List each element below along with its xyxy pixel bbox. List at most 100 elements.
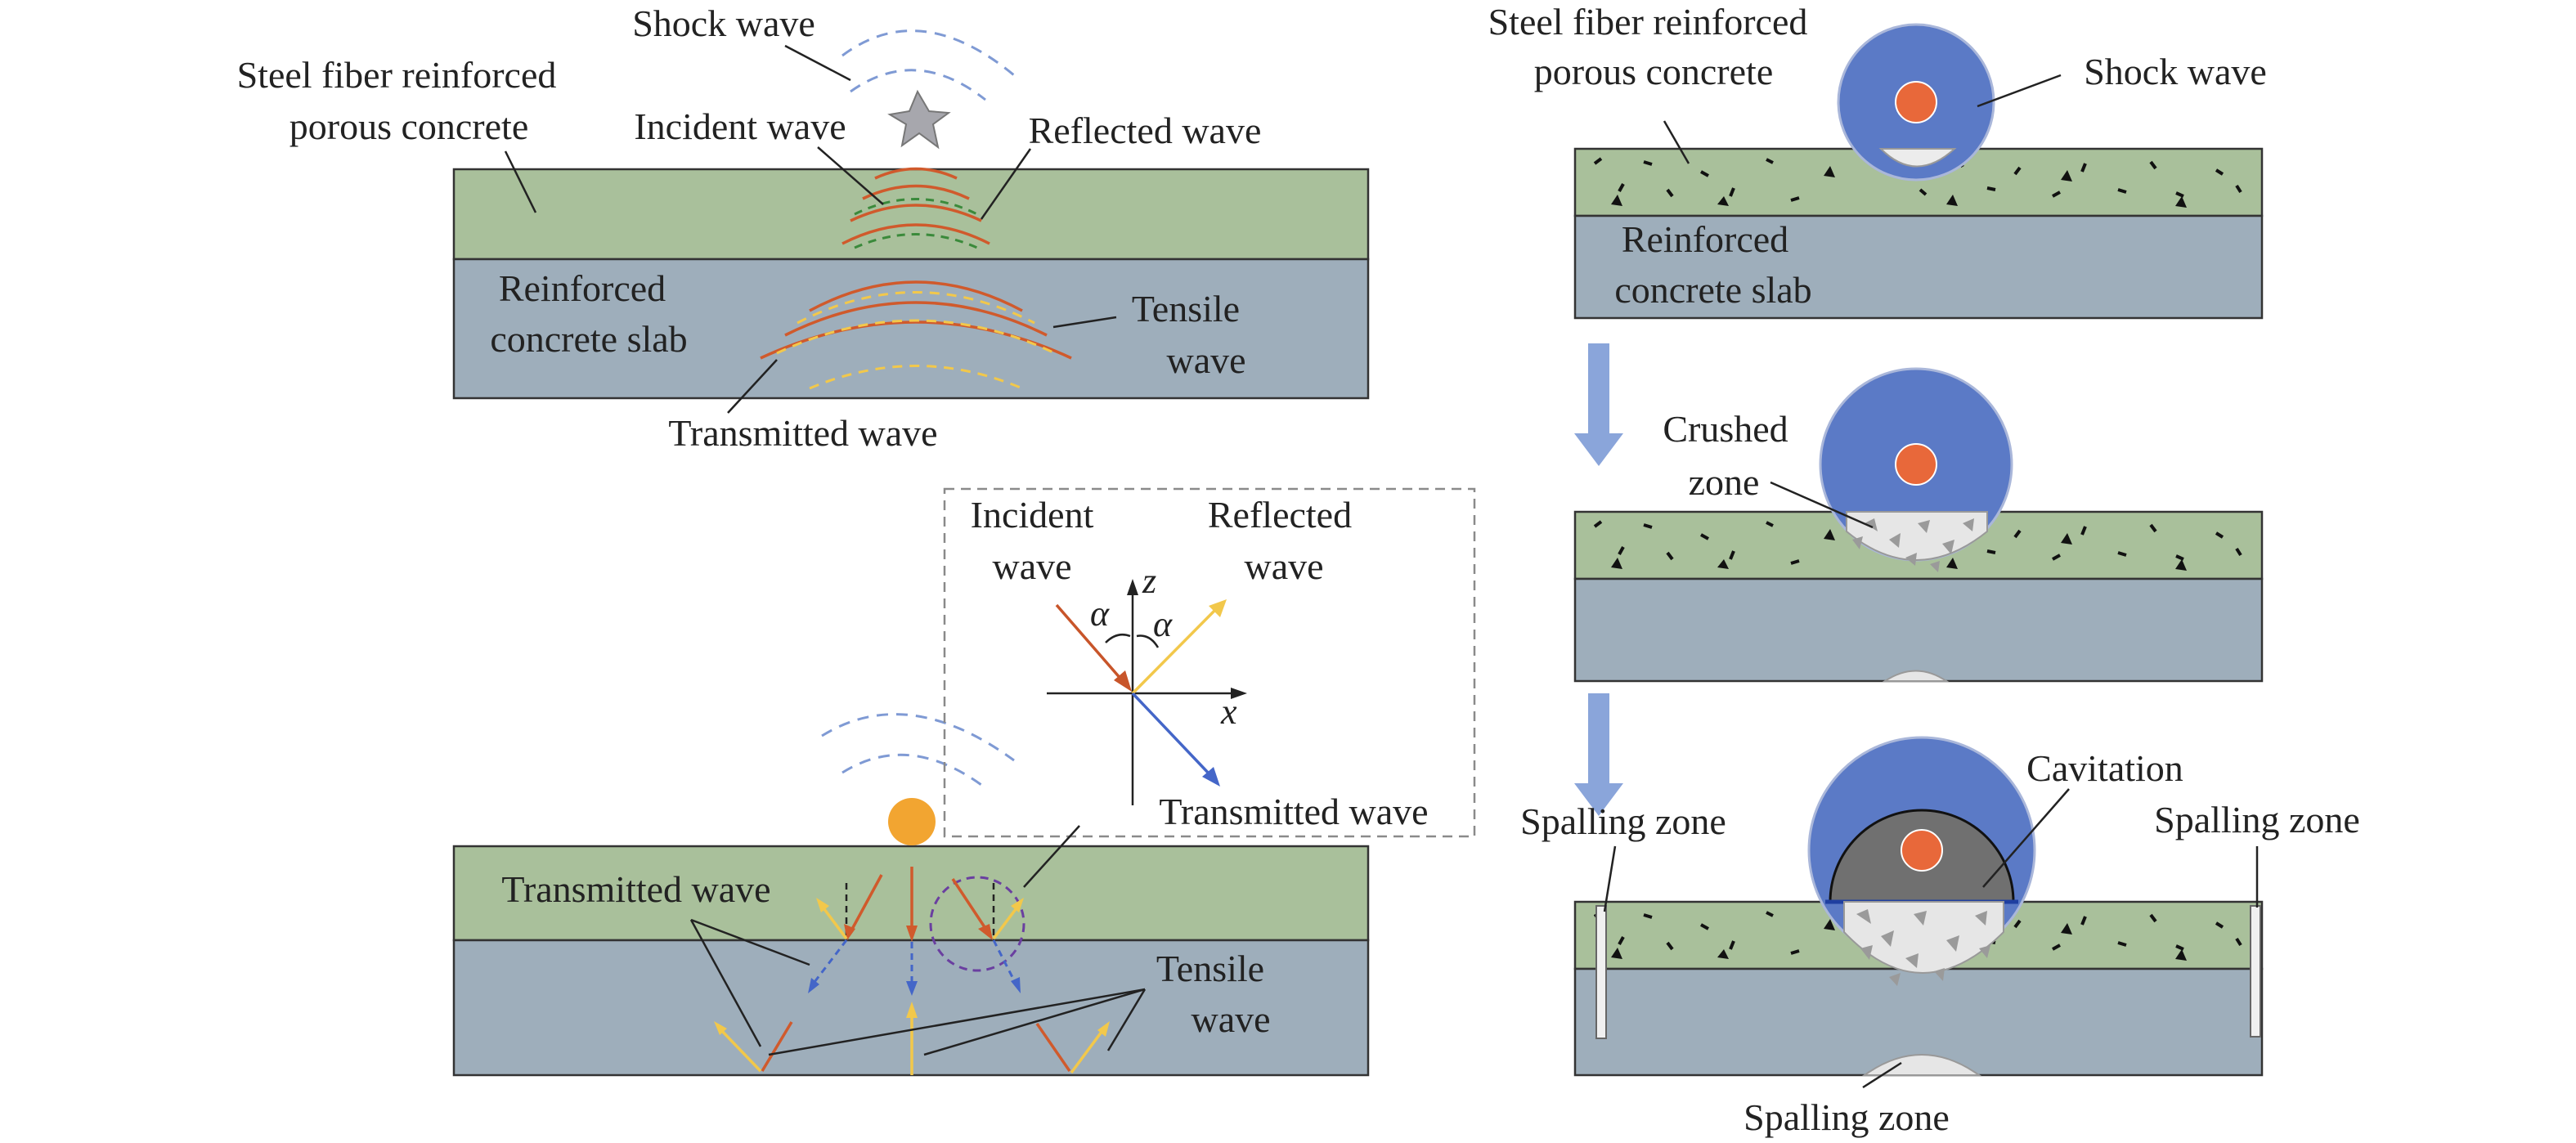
leader-transmitted-1 <box>690 918 810 966</box>
label-slab-line1: Reinforced <box>499 267 666 309</box>
inset-axis-x-arrowhead <box>1231 688 1247 699</box>
label-porous-line1-c: Steel fiber reinforced <box>1488 1 1808 43</box>
label-porous-line2-c: porous concrete <box>1534 51 1774 92</box>
label-spalling-left: Spalling zone <box>1520 800 1726 842</box>
incident-wave-1 <box>874 167 958 180</box>
label-tensile-line1: Tensile <box>1132 288 1240 329</box>
tensile-wave-1 <box>797 291 1035 325</box>
incident-wave-4 <box>841 223 990 245</box>
shock-wave-arc-inner <box>850 69 986 101</box>
label-crushed-line2: zone <box>1689 461 1760 503</box>
inset-axis-z-arrowhead <box>1127 579 1138 595</box>
leader-incident-wave <box>817 146 884 205</box>
inset-reflected-arrowhead <box>1209 599 1227 617</box>
panel-c-stage-2: Crushed zone <box>1573 367 2264 683</box>
reflected-wave-2 <box>854 233 978 249</box>
crushed-zone-c3 <box>1843 901 2004 974</box>
slab-transmitted-rays <box>808 939 1021 996</box>
spalling-strip-left <box>1595 905 1607 1039</box>
charge-sphere <box>888 798 936 845</box>
leader-shock-c1 <box>1977 74 2062 108</box>
angle-arc-left <box>1105 634 1131 643</box>
panel-b: Incident wave Reflected wave z x α α Tra… <box>452 487 1476 1077</box>
leader-tensile-2 <box>923 988 1146 1056</box>
label-transmitted-wave: Transmitted wave <box>668 412 937 454</box>
porous-concrete-layer <box>452 168 1370 261</box>
leader-inset <box>1023 825 1080 888</box>
transmitted-wave-2 <box>784 301 1048 337</box>
leader-transmitted-wave <box>727 359 778 414</box>
detail-inset-box <box>943 487 1476 838</box>
label-axis-z: z <box>1142 561 1156 601</box>
incident-wave-2 <box>862 184 970 200</box>
label-slab-line1-c: Reinforced <box>1622 218 1788 260</box>
label-incident-line2: wave <box>992 545 1071 587</box>
label-tensile-line1-b: Tensile <box>1156 948 1264 989</box>
leader-porous-c1 <box>1663 120 1690 164</box>
label-angle-left: α <box>1090 594 1110 634</box>
spalling-strip-right <box>2250 905 2261 1038</box>
crushed-cap-c1 <box>1878 148 1957 168</box>
slab-c2 <box>1573 577 2264 683</box>
leader-tensile-1 <box>768 988 1146 1056</box>
tensile-wave-2 <box>776 319 1056 355</box>
inset-transmitted-arrowhead <box>1202 767 1220 787</box>
explosion-star-icon <box>887 89 951 150</box>
label-slab-line2-c: concrete slab <box>1614 269 1811 311</box>
label-spalling-bottom: Spalling zone <box>1744 1096 1950 1138</box>
transmitted-wave-1 <box>809 280 1023 312</box>
label-reflected-wave: Reflected wave <box>1029 110 1262 151</box>
leader-spalling-bottom <box>1862 1061 1902 1089</box>
fiber-texture-c1 <box>1593 157 2242 208</box>
leader-tensile-3 <box>1106 988 1147 1051</box>
inset-reflected-ray <box>1131 608 1217 695</box>
shock-wave-arc-outer <box>841 29 1015 77</box>
label-incident-wave: Incident wave <box>634 105 846 147</box>
label-transmitted-main: Transmitted wave <box>501 868 770 910</box>
charge-core-c1 <box>1895 81 1937 123</box>
shock-wave-arc-b-outer <box>821 713 1015 762</box>
inset-incident-arrowhead <box>1114 670 1132 692</box>
charge-core-c3 <box>1901 829 1943 872</box>
panel-c-stage-1: Steel fiber reinforced porous concrete S… <box>1488 1 2267 320</box>
label-spalling-right: Spalling zone <box>2154 799 2360 840</box>
label-reflected-line1: Reflected <box>1208 494 1352 536</box>
crushed-fragments-c2 <box>1852 518 1974 572</box>
bottom-tensile-rays <box>714 1002 1110 1075</box>
label-tensile-line2: wave <box>1166 339 1245 381</box>
crushed-fragments-c3 <box>1856 909 1990 986</box>
leader-shock-wave <box>784 44 851 82</box>
leader-reflected-wave <box>980 148 1032 220</box>
spall-bump-c2 <box>1882 670 1950 682</box>
panel-a: Shock wave Steel fiber reinforced porous… <box>237 2 1370 454</box>
inset-incident-ray <box>1055 603 1124 682</box>
reflected-wave-1 <box>854 198 978 216</box>
incident-wave-3 <box>850 204 982 222</box>
spall-bump-c3 <box>1861 1054 1982 1076</box>
detail-circle <box>929 876 1025 972</box>
label-shock-wave-c: Shock wave <box>2084 51 2267 92</box>
label-axis-x: x <box>1220 692 1237 732</box>
layer-rays <box>816 867 1024 942</box>
label-crushed-line1: Crushed <box>1663 408 1788 450</box>
label-angle-right: α <box>1153 604 1173 644</box>
label-slab-line2: concrete slab <box>490 318 687 360</box>
label-reflected-line2: wave <box>1244 545 1323 587</box>
panel-c-stage-3: Cavitation Spalling zone Spalling zone S… <box>1520 736 2360 1138</box>
shock-wave-arc-b-inner <box>841 753 982 787</box>
leader-porous-layer <box>504 150 537 213</box>
label-transmitted-inset: Transmitted wave <box>1159 791 1428 832</box>
leader-tensile-wave <box>1052 316 1117 329</box>
leader-spalling-left <box>1603 845 1617 912</box>
angle-arc-right <box>1136 634 1160 648</box>
inset-transmitted-ray <box>1131 692 1212 777</box>
label-porous-line2: porous concrete <box>289 105 529 147</box>
slab-c1 <box>1573 214 2264 320</box>
charge-core-c2 <box>1895 443 1937 486</box>
label-cavitation: Cavitation <box>2026 747 2183 789</box>
label-porous-line1: Steel fiber reinforced <box>237 54 557 96</box>
process-arrows <box>1574 343 1623 816</box>
leader-transmitted-2 <box>689 919 762 1047</box>
label-incident-line1: Incident <box>971 494 1094 536</box>
leader-cavitation <box>1982 788 2070 888</box>
